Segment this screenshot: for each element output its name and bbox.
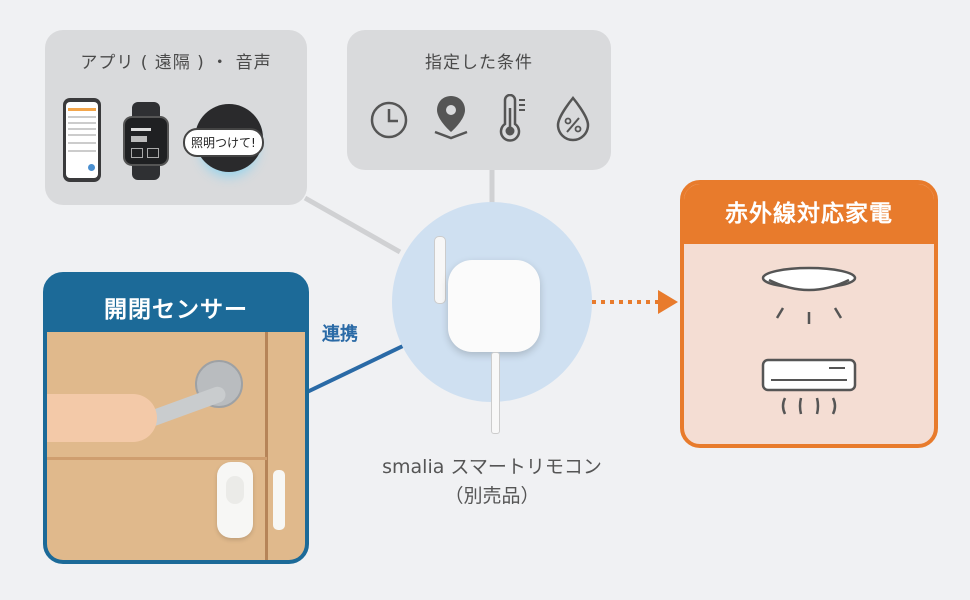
clock-icon <box>369 100 409 140</box>
antenna <box>434 236 446 304</box>
hand <box>47 394 157 442</box>
app-voice-panel: アプリ ( 遠隔 ) ・ 音声 照明つけて! <box>45 30 307 205</box>
speech-bubble: 照明つけて! <box>183 128 264 157</box>
hub-name: smalia スマートリモコン <box>382 456 602 478</box>
usb-cable <box>491 352 500 434</box>
appliance-panel: 赤外線対応家電 <box>680 180 938 448</box>
sensor-panel-title: 開閉センサー <box>104 297 248 323</box>
appliance-panel-title: 赤外線対応家電 <box>684 184 934 244</box>
thermometer-icon <box>495 94 531 142</box>
ceiling-light-icon <box>759 266 859 336</box>
air-conditioner-icon <box>759 356 859 418</box>
sensor-panel: 開閉センサー <box>43 272 309 564</box>
door-magnet <box>273 470 285 530</box>
connector-sensor-to-hub <box>304 343 406 395</box>
link-label: 連携 <box>322 324 358 345</box>
app-voice-panel-title: アプリ ( 遠隔 ) ・ 音声 <box>80 53 272 73</box>
door-photo <box>47 332 305 560</box>
humidity-drop-icon <box>553 94 593 142</box>
smartphone-icon <box>63 98 101 182</box>
door-sensor <box>217 462 253 538</box>
hub-note: （別売品） <box>444 485 540 507</box>
arrowhead <box>658 290 678 314</box>
connector-app-to-hub <box>303 195 402 255</box>
device-body <box>448 260 540 352</box>
location-pin-icon <box>433 94 469 140</box>
conditions-panel: 指定した条件 <box>347 30 611 170</box>
conditions-panel-title: 指定した条件 <box>425 53 533 73</box>
smart-remote-device <box>430 232 550 434</box>
smartwatch-icon <box>123 102 169 180</box>
